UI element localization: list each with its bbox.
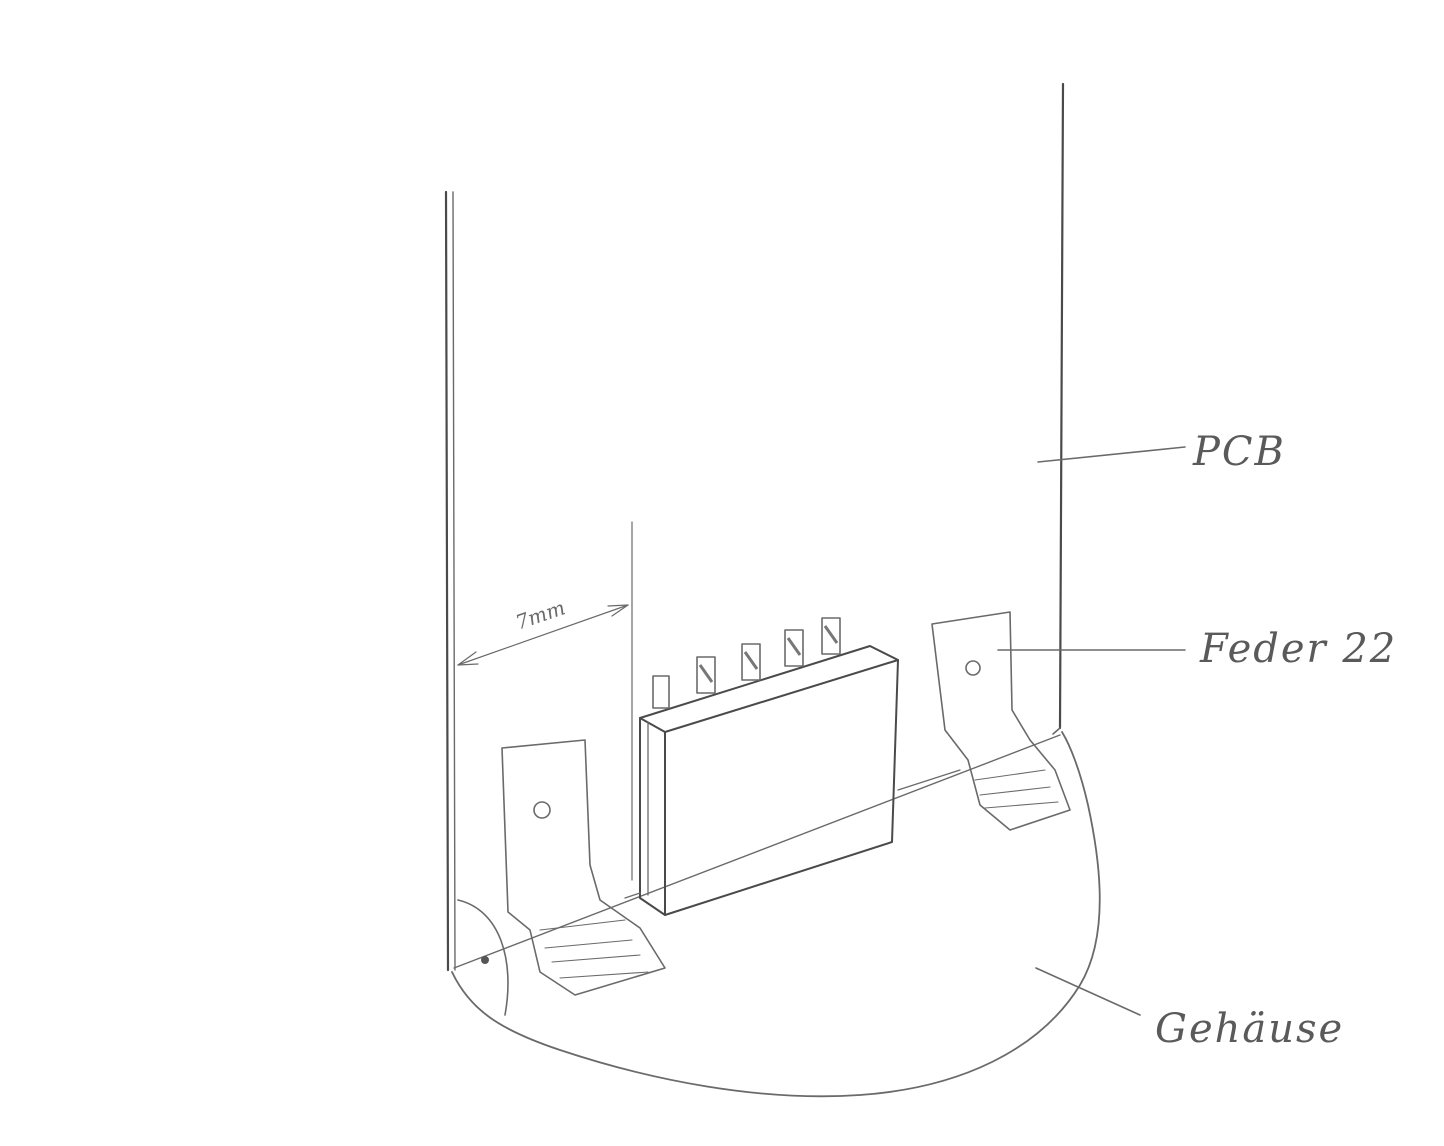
connector-block (624, 617, 961, 916)
dimension-7mm: 7mm (457, 521, 633, 881)
spring-label: Feder 22 (1199, 626, 1397, 672)
hole-icon (533, 801, 551, 819)
housing-shell (451, 731, 1101, 1098)
spring-clip-left (501, 739, 666, 996)
housing-label: Gehäuse (1155, 1006, 1344, 1052)
connector-pins (652, 617, 841, 709)
hole-icon (965, 660, 981, 676)
pcb-board (444, 82, 1065, 972)
pcb-label: PCB (1192, 429, 1286, 475)
spring-clip-right (931, 611, 1071, 831)
corner-hole-icon (481, 956, 489, 964)
leader-lines (997, 446, 1186, 1016)
